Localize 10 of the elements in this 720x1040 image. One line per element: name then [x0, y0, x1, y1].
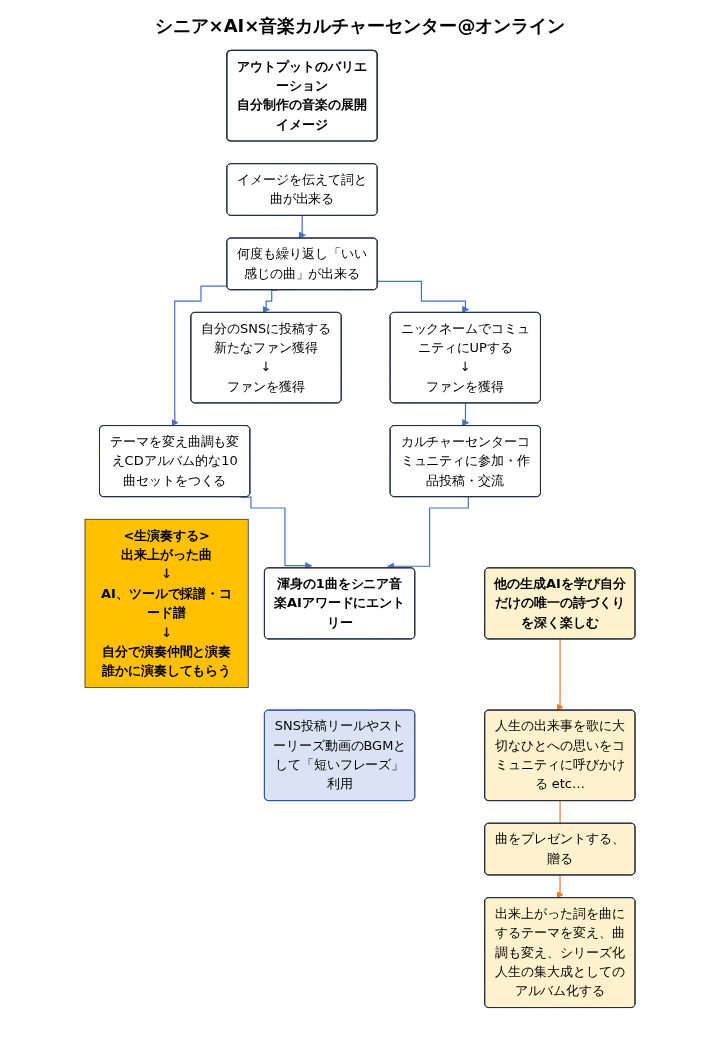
- arrow: [376, 280, 470, 314]
- node-box: <生演奏する> 出来上がった曲 ↓ AI、ツールで採譜・コード譜 ↓ 自分で演奏仲間と演奏誰かに演奏してもらう: [84, 518, 249, 688]
- arrow: [556, 874, 564, 899]
- arrow: [298, 215, 306, 239]
- connector: [559, 800, 561, 825]
- diagram-title: シニア×AI×音楽カルチャーセンター@オンライン: [153, 14, 567, 38]
- arrow: [387, 496, 469, 570]
- arrow: [171, 285, 228, 427]
- arrow: [556, 638, 564, 711]
- arrow: [462, 402, 470, 427]
